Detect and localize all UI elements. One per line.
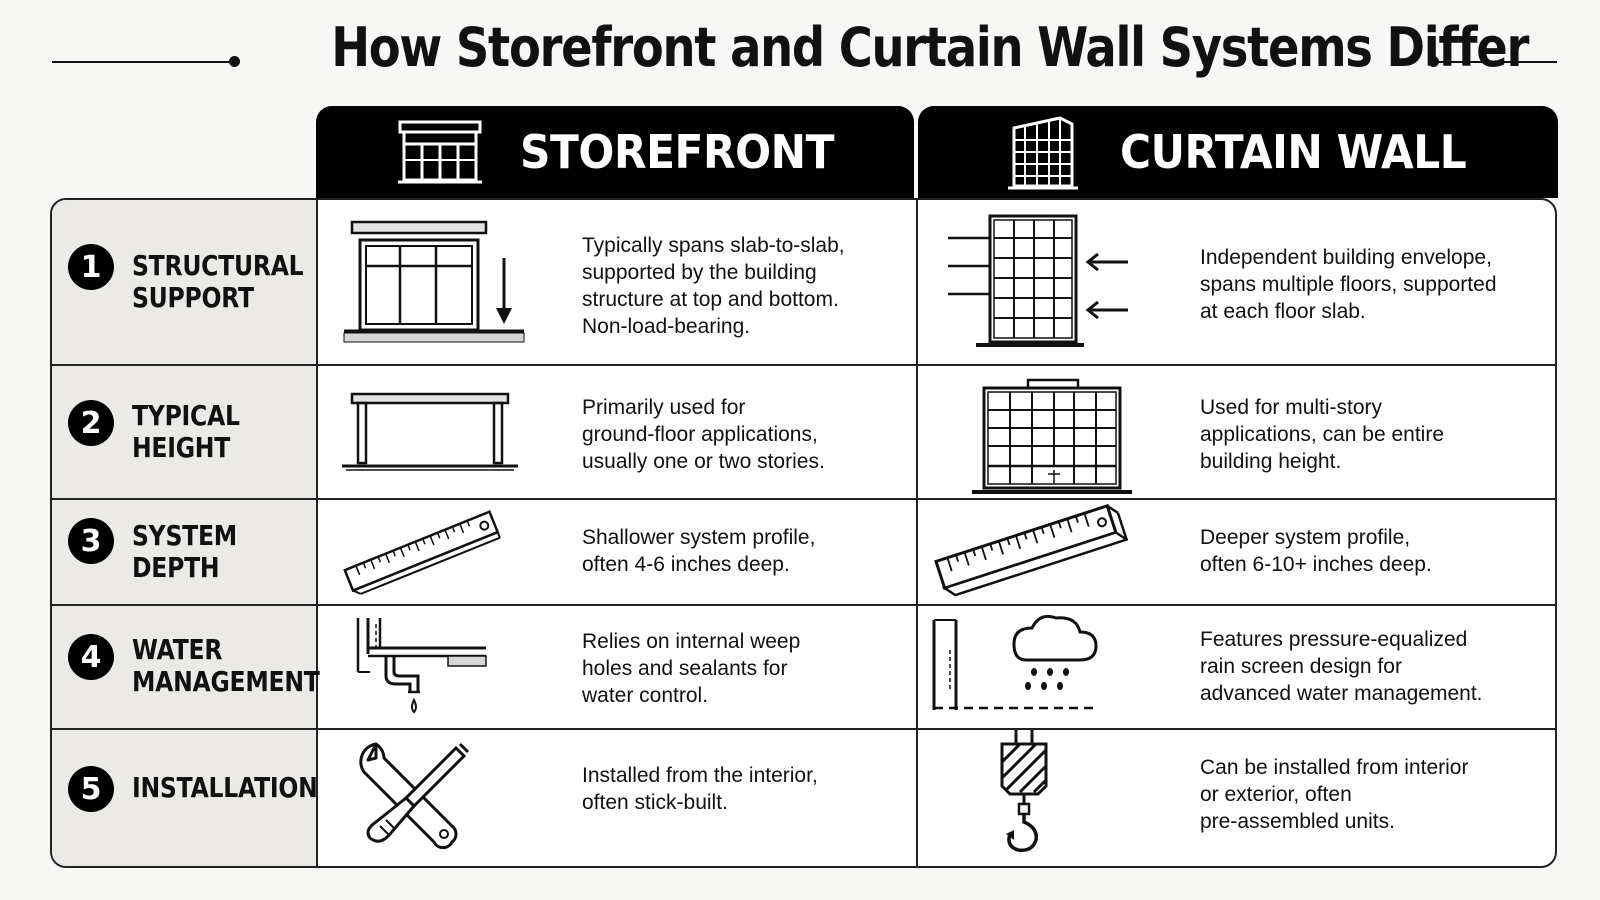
row-label: WATER MANAGEMENT xyxy=(132,633,320,698)
storefront-slab-arrow-icon xyxy=(343,220,525,343)
curtain-wall-column-header: CURTAIN WALL xyxy=(918,106,1558,198)
page-title: How Storefront and Curtain Wall Systems … xyxy=(331,16,1529,79)
storefront-column-label: STOREFRONT xyxy=(520,125,834,179)
storefront-icon xyxy=(398,120,482,184)
storefront-structural-text: Typically spans slab-to-slab, supported … xyxy=(582,234,845,338)
curtain-wall-water-text: Features pressure-equalized rain screen … xyxy=(1200,628,1483,705)
row-number-badge: 5 xyxy=(68,766,114,812)
title-dot-left xyxy=(229,56,240,67)
table-row: 1 STRUCTURAL SUPPORT Typically spans sla… xyxy=(52,200,1555,364)
storefront-installation-text: Installed from the interior, often stick… xyxy=(582,764,818,814)
deep-ruler-icon xyxy=(934,504,1128,597)
weep-hole-drain-icon xyxy=(356,618,487,714)
table-row: 3 SYSTEM DEPTH Sh xyxy=(52,498,1555,604)
curtain-wall-structural-text: Independent building envelope, spans mul… xyxy=(1200,246,1497,323)
curtain-wall-load-arrows-icon xyxy=(948,214,1128,347)
rain-cloud-icon xyxy=(932,614,1098,710)
row-label: TYPICAL HEIGHT xyxy=(132,399,240,464)
curtain-wall-installation-text: Can be installed from interior or exteri… xyxy=(1200,756,1469,833)
storefront-height-text: Primarily used for ground-floor applicat… xyxy=(582,396,825,473)
row-label: SYSTEM DEPTH xyxy=(132,519,237,584)
storefront-depth-text: Shallower system profile, often 4-6 inch… xyxy=(582,526,816,576)
row-number-badge: 3 xyxy=(68,518,114,564)
title-row: How Storefront and Curtain Wall Systems … xyxy=(0,12,1600,90)
curtain-wall-column-label: CURTAIN WALL xyxy=(1120,125,1467,179)
row-number-badge: 1 xyxy=(68,244,114,290)
row-number-badge: 2 xyxy=(68,400,114,446)
curtain-wall-height-text: Used for multi-story applications, can b… xyxy=(1200,396,1444,473)
multistory-building-icon xyxy=(972,378,1132,494)
row-label: STRUCTURAL SUPPORT xyxy=(132,249,304,314)
table-row: 2 TYPICAL HEIGHT Primarily used for grou… xyxy=(52,364,1555,498)
storefront-column-header: STOREFRONT xyxy=(316,106,914,198)
row-label: INSTALLATION xyxy=(132,771,318,804)
building-grid-icon xyxy=(1008,116,1078,190)
title-dot-right xyxy=(1428,56,1439,67)
ground-floor-frame-icon xyxy=(342,392,518,471)
table-row: 4 WATER MANAGEMENT Relies on internal we… xyxy=(52,604,1555,728)
row-number-badge: 4 xyxy=(68,634,114,680)
table-row: 5 INSTALLATION Installed from the interi… xyxy=(52,728,1555,866)
comparison-table: 1 STRUCTURAL SUPPORT Typically spans sla… xyxy=(50,198,1557,868)
column-divider xyxy=(916,200,918,866)
curtain-wall-depth-text: Deeper system profile, often 6-10+ inche… xyxy=(1200,526,1432,576)
crane-hook-icon xyxy=(1000,730,1048,853)
thin-ruler-icon xyxy=(343,510,501,595)
title-rule-right xyxy=(1435,61,1557,63)
title-rule-left xyxy=(52,61,232,63)
wrench-screwdriver-icon xyxy=(359,742,470,850)
storefront-water-text: Relies on internal weep holes and sealan… xyxy=(582,630,801,707)
